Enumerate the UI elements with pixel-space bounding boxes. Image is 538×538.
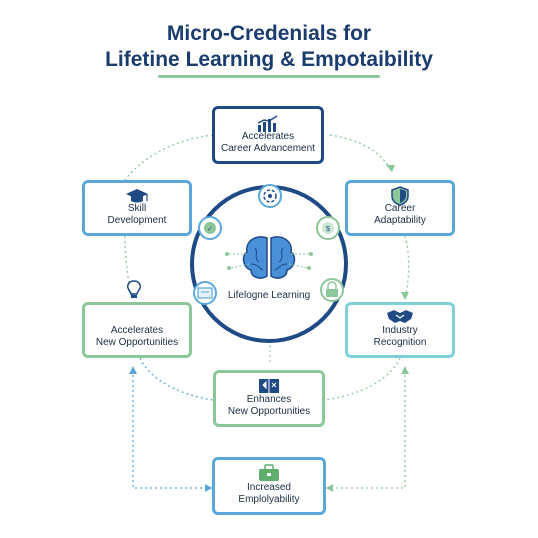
handshake-icon bbox=[387, 310, 413, 323]
page-title-line2: Lifetine Learning & Empotaibility bbox=[105, 48, 433, 71]
certificate-icon bbox=[193, 281, 217, 305]
box-career-adaptability: Career Adaptability bbox=[345, 180, 455, 236]
box-skill-development: Skill Development bbox=[82, 180, 192, 236]
title-underline bbox=[158, 75, 380, 78]
graduation-cap-icon bbox=[126, 189, 148, 203]
center-circle bbox=[190, 185, 348, 343]
shield-icon bbox=[391, 186, 409, 206]
growth-chart-icon bbox=[257, 115, 278, 132]
box-right-top-line1: Career bbox=[384, 203, 416, 214]
lock-icon bbox=[320, 278, 344, 302]
center-label: Lifelogne Learning bbox=[227, 290, 311, 301]
box-bottom-line1: Enhances bbox=[246, 394, 292, 405]
box-accelerates-opportunities: Accelerates New Opportunities bbox=[82, 302, 192, 358]
box-footer-line2: Emplolyability bbox=[238, 494, 300, 505]
box-top-line1: Accelerates bbox=[241, 131, 295, 142]
box-left-top-line1: Skill bbox=[127, 203, 147, 214]
box-left-bottom-line2: New Opportunities bbox=[95, 337, 179, 348]
badge-left-icon: ✓ bbox=[198, 216, 222, 240]
box-career-advancement: Accelerates Career Advancement bbox=[212, 106, 324, 164]
box-footer-line1: Increased bbox=[247, 482, 291, 493]
box-left-top-line2: Development bbox=[107, 215, 167, 226]
briefcase-icon bbox=[259, 464, 279, 481]
svg-text:✓: ✓ bbox=[207, 225, 213, 233]
lightbulb-icon bbox=[127, 280, 141, 298]
badge-top-icon bbox=[258, 184, 282, 208]
brain-icon bbox=[225, 236, 313, 279]
box-industry-recognition: Industry Recognition bbox=[345, 302, 455, 358]
svg-text:$: $ bbox=[325, 224, 330, 233]
badge-right-icon: $ bbox=[316, 216, 340, 240]
box-right-top-line2: Adaptability bbox=[374, 215, 426, 226]
box-right-bottom-line2: Recognition bbox=[373, 337, 427, 348]
book-icon bbox=[259, 379, 279, 393]
box-enhances-opportunities: Enhances New Opportunities bbox=[213, 370, 325, 427]
box-bottom-line2: New Opportunities bbox=[227, 406, 311, 417]
box-right-bottom-line1: Industry bbox=[382, 325, 418, 336]
box-top-line2: Career Advancement bbox=[221, 143, 315, 154]
box-left-bottom-line1: Accelerates bbox=[110, 325, 164, 336]
box-increased-employability: Increased Emplolyability bbox=[212, 457, 326, 515]
page-title-line1: Micro-Credenials for bbox=[166, 22, 372, 45]
